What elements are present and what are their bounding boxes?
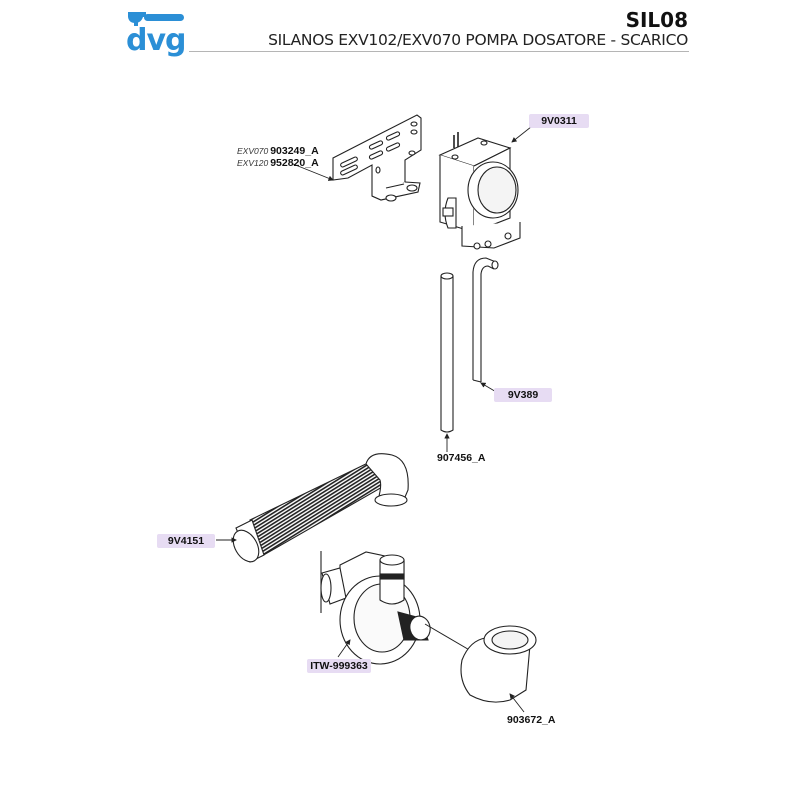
part-code: 952820_A: [270, 157, 319, 169]
corrugated-hose[interactable]: [228, 453, 409, 567]
bent-tube[interactable]: [472, 257, 499, 383]
brand-logo: dvg: [126, 23, 187, 58]
variant-prefix: EXV120: [237, 158, 269, 168]
part-label-itw-999363[interactable]: ITW-999363: [307, 659, 371, 673]
drain-pump[interactable]: [320, 551, 479, 665]
variant-prefix: EXV070: [237, 146, 269, 156]
page-code: SIL08: [625, 8, 688, 32]
part-label-9v0311[interactable]: 9V0311: [529, 114, 589, 128]
dosing-pump[interactable]: [438, 132, 521, 250]
part-label-9v389[interactable]: 9V389: [494, 388, 552, 402]
part-label-9v4151[interactable]: 9V4151: [157, 534, 215, 548]
part-label-903672-a[interactable]: 903672_A: [507, 714, 556, 726]
part-label-907456-a[interactable]: 907456_A: [437, 452, 486, 464]
straight-tube[interactable]: [440, 272, 454, 433]
elbow-fitting[interactable]: [460, 625, 537, 703]
part-code: 903249_A: [270, 145, 319, 157]
mounting-bracket[interactable]: [332, 114, 422, 202]
dvg-logo-faucet-icon: [128, 12, 184, 26]
header-divider: [189, 51, 689, 52]
page-title: SILANOS EXV102/EXV070 POMPA DOSATORE - S…: [268, 31, 688, 49]
